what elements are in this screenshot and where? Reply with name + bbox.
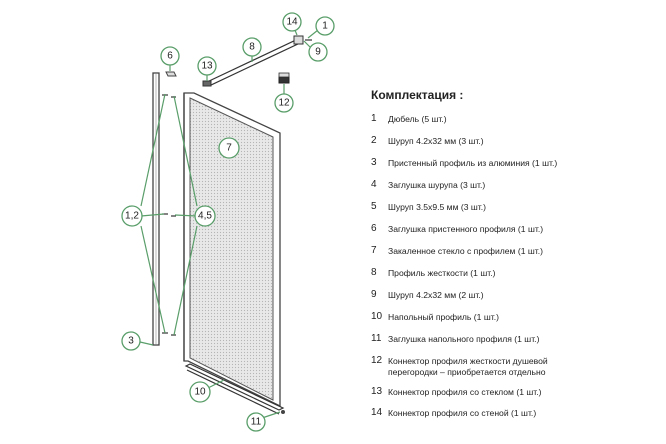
svg-text:12: 12 bbox=[278, 98, 290, 109]
item-number: 3 bbox=[371, 157, 377, 168]
item-text: Коннектор профиля жесткости душевой bbox=[388, 356, 548, 366]
item-text: Пристенный профиль из алюминия (1 шт.) bbox=[388, 158, 558, 168]
item-number: 11 bbox=[371, 333, 382, 344]
svg-text:1,2: 1,2 bbox=[125, 211, 139, 222]
item-text: Заглушка напольного профиля (1 шт.) bbox=[388, 334, 540, 344]
item-number: 10 bbox=[371, 311, 383, 322]
item-number: 8 bbox=[371, 267, 377, 278]
svg-text:3: 3 bbox=[128, 336, 134, 347]
svg-text:14: 14 bbox=[286, 17, 298, 28]
callout-14: 14 bbox=[282, 12, 302, 32]
item-text-line2: перегородки – приобретается отдельно bbox=[388, 367, 546, 377]
item-text: Дюбель (5 шт.) bbox=[388, 114, 447, 124]
floor-profile bbox=[184, 363, 285, 415]
item-number: 9 bbox=[371, 289, 377, 300]
callout-1: 1 bbox=[315, 16, 335, 36]
item-number: 2 bbox=[371, 135, 377, 146]
item-text: Закаленное стекло с профилем (1 шт.) bbox=[388, 246, 543, 256]
item-text: Шуруп 4.2х32 мм (3 шт.) bbox=[388, 136, 484, 146]
glass-panel bbox=[183, 92, 281, 408]
callout-6: 6 bbox=[160, 46, 180, 66]
callout-10: 10 bbox=[189, 381, 211, 403]
wall-connector bbox=[293, 35, 312, 45]
callout-11: 11 bbox=[246, 412, 266, 432]
screws-group bbox=[162, 94, 176, 336]
svg-text:11: 11 bbox=[251, 417, 262, 428]
item-text: Коннектор профиля со стеклом (1 шт.) bbox=[388, 387, 542, 397]
item-number: 13 bbox=[371, 386, 383, 397]
item-text: Профиль жесткости (1 шт.) bbox=[388, 268, 496, 278]
item-text: Заглушка шурупа (3 шт.) bbox=[388, 180, 486, 190]
svg-text:8: 8 bbox=[249, 42, 255, 53]
callout-1-2: 1,2 bbox=[121, 205, 143, 227]
svg-text:7: 7 bbox=[226, 143, 232, 154]
floor-profile-cap bbox=[281, 410, 285, 414]
svg-text:13: 13 bbox=[201, 61, 213, 72]
item-number: 12 bbox=[371, 355, 383, 366]
svg-text:9: 9 bbox=[315, 47, 321, 58]
item-text: Напольный профиль (1 шт.) bbox=[388, 312, 499, 322]
item-text: Заглушка пристенного профиля (1 шт.) bbox=[388, 224, 544, 234]
item-number: 6 bbox=[371, 223, 377, 234]
item-text: Шуруп 4.2х32 мм (2 шт.) bbox=[388, 290, 484, 300]
item-text: Шуруп 3.5х9.5 мм (3 шт.) bbox=[388, 202, 487, 212]
item-number: 7 bbox=[371, 245, 377, 256]
svg-text:4,5: 4,5 bbox=[198, 211, 212, 222]
callout-7: 7 bbox=[218, 137, 240, 159]
callout-9: 9 bbox=[308, 42, 328, 62]
item-number: 14 bbox=[371, 407, 383, 418]
callout-4-5: 4,5 bbox=[194, 205, 216, 227]
item-number: 4 bbox=[371, 179, 377, 190]
callout-3: 3 bbox=[121, 331, 141, 351]
contents-title: Комплектация : bbox=[371, 88, 464, 102]
item-number: 1 bbox=[371, 113, 377, 124]
item-number: 5 bbox=[371, 201, 377, 212]
wall-profile bbox=[152, 72, 160, 346]
glass-connector bbox=[202, 80, 212, 87]
callout-8: 8 bbox=[242, 37, 262, 57]
callout-12: 12 bbox=[274, 93, 294, 113]
callout-13: 13 bbox=[197, 56, 217, 76]
stiffener-connector bbox=[278, 72, 290, 84]
svg-text:1: 1 bbox=[322, 21, 328, 32]
item-text: Коннектор профиля со стеной (1 шт.) bbox=[388, 408, 537, 418]
wall-profile-cap bbox=[165, 71, 177, 77]
svg-text:6: 6 bbox=[167, 51, 173, 62]
svg-text:10: 10 bbox=[194, 387, 206, 398]
